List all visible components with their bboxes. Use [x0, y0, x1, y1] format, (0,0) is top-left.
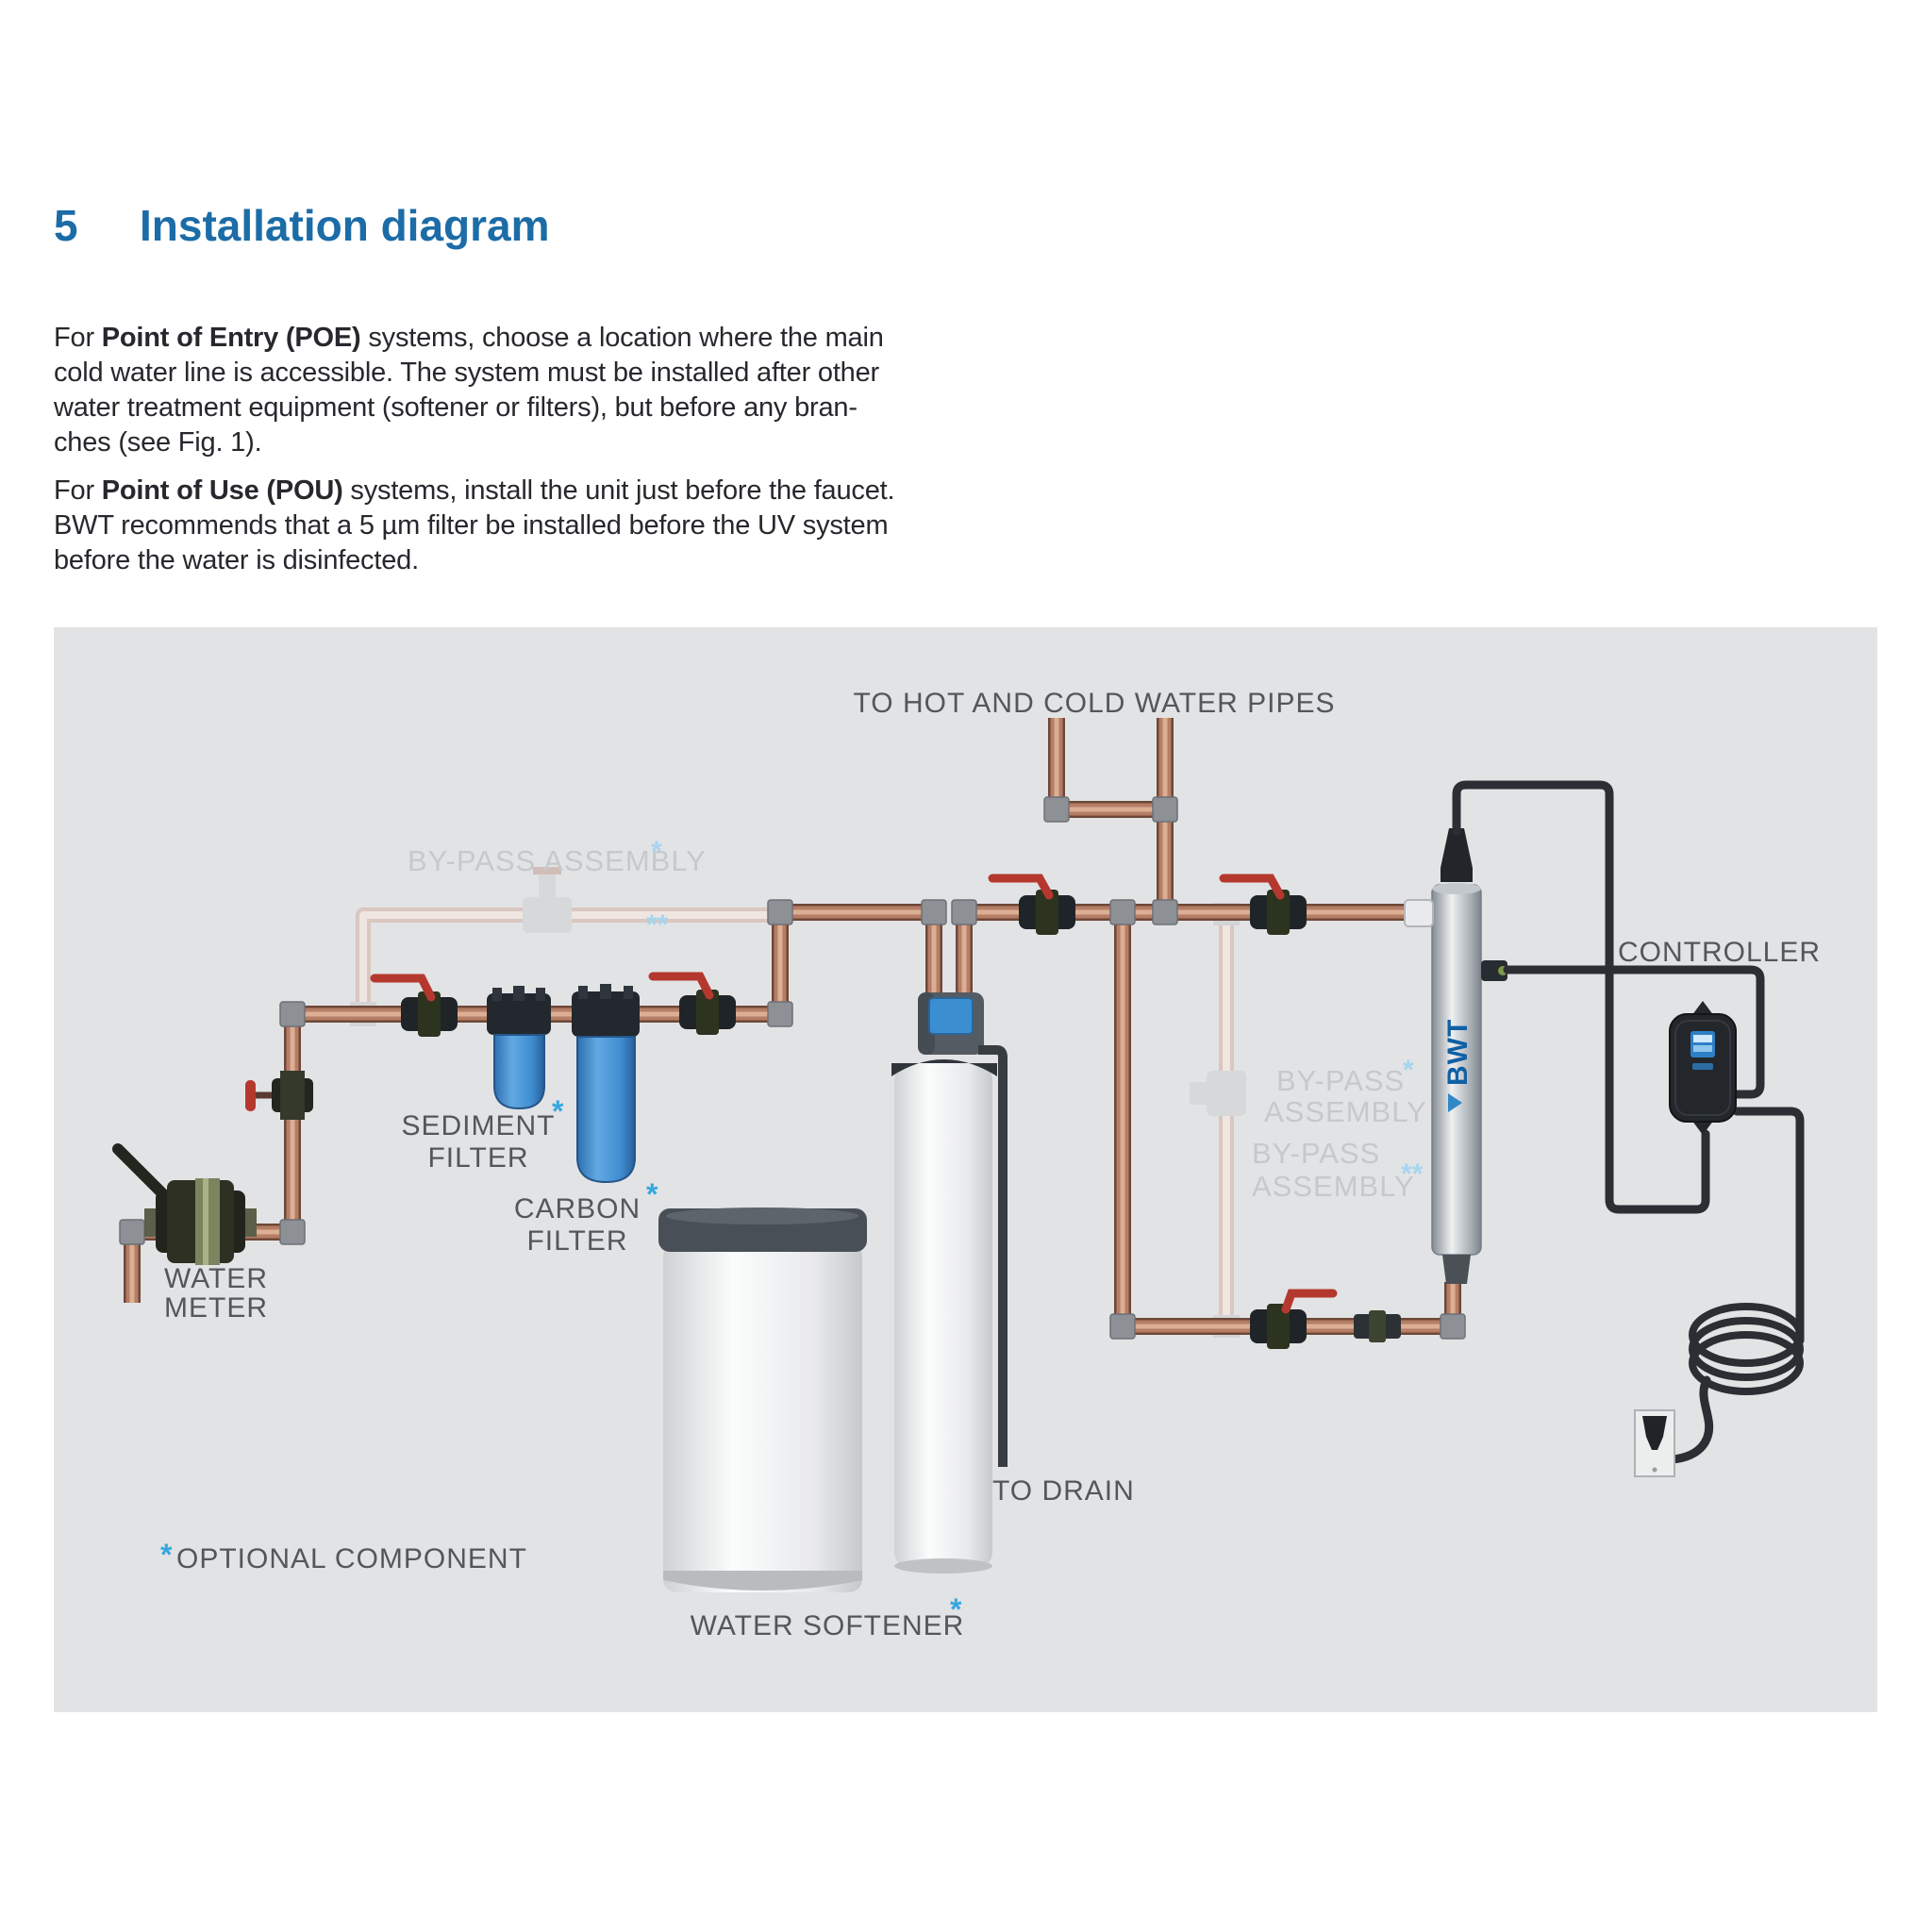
paragraph-poe: For Point of Entry (POE) systems, choose…	[54, 323, 884, 458]
power-cable	[1732, 1107, 1805, 1345]
water-meter	[112, 1143, 257, 1265]
ball-valve-1	[370, 974, 458, 1037]
label-bypass-right1-star: *	[1403, 1055, 1414, 1086]
section-title: Installation diagram	[140, 201, 550, 250]
label-carbon-star: *	[646, 1177, 658, 1211]
pipe-fittings	[119, 796, 1466, 1340]
water-softener-brine-tank	[658, 1208, 867, 1592]
label-to-hot-cold-pipes: TO HOT AND COLD WATER PIPES	[854, 688, 1336, 719]
label-water-softener-star: *	[950, 1592, 962, 1626]
label-carbon: CARBON	[514, 1193, 641, 1224]
uv-lamp-cable	[1452, 780, 1710, 1214]
installation-diagram-figure: BWT	[54, 627, 1877, 1712]
label-controller: CONTROLLER	[1618, 937, 1821, 968]
power-cord-to-plug	[1657, 1375, 1714, 1464]
bwt-logo: BWT	[1442, 1019, 1474, 1112]
power-plug-outlet	[1634, 1409, 1675, 1477]
section-number: 5	[54, 201, 78, 250]
svg-text:BWT: BWT	[1442, 1019, 1474, 1086]
carbon-filter	[572, 984, 640, 1184]
label-carbon-filter: FILTER	[526, 1225, 627, 1257]
controller-device	[1669, 1001, 1737, 1135]
label-bypass-right1-line1: BY-PASS	[1276, 1064, 1405, 1097]
label-sediment-filter: FILTER	[427, 1142, 528, 1174]
label-sediment-star: *	[552, 1094, 564, 1128]
label-bypass-left-star: *	[651, 836, 662, 867]
water-softener-resin-tank	[891, 1059, 997, 1574]
sediment-filter	[487, 986, 551, 1110]
section-heading: 5 Installation diagram	[54, 200, 550, 251]
label-bypass-right1-line2: ASSEMBLY	[1264, 1095, 1427, 1128]
label-water-meter-2: METER	[164, 1292, 268, 1324]
label-optional-star: *	[160, 1538, 173, 1572]
ball-valve-5	[1250, 1289, 1338, 1349]
uv-sensor-cable	[1503, 965, 1765, 1099]
label-optional-component: OPTIONAL COMPONENT	[176, 1543, 527, 1574]
power-cord-coil	[1689, 1303, 1804, 1395]
ball-valve-3	[988, 874, 1075, 935]
ball-valve-2	[648, 972, 736, 1035]
label-bypass-left-double-star: **	[646, 909, 669, 941]
label-bypass-left: BY-PASS ASSEMBLY	[408, 844, 707, 877]
shutoff-valve	[245, 1071, 313, 1120]
pipe-union	[1354, 1310, 1401, 1342]
label-water-meter-1: WATER	[164, 1263, 268, 1294]
label-to-drain: TO DRAIN	[992, 1475, 1135, 1507]
label-bypass-right2-line2: ASSEMBLY	[1252, 1170, 1415, 1203]
drain-line	[978, 1045, 1008, 1467]
paragraph-pou: For Point of Use (POU) systems, install …	[54, 475, 895, 575]
label-bypass-right2-line1: BY-PASS	[1252, 1137, 1380, 1170]
label-bypass-right2-double-star: **	[1401, 1158, 1424, 1190]
ball-valve-4	[1219, 874, 1307, 935]
softener-control-head	[918, 992, 984, 1055]
label-water-softener: WATER SOFTENER	[691, 1610, 965, 1641]
label-sediment: SEDIMENT	[401, 1110, 555, 1141]
uv-chamber: BWT	[1404, 828, 1507, 1284]
